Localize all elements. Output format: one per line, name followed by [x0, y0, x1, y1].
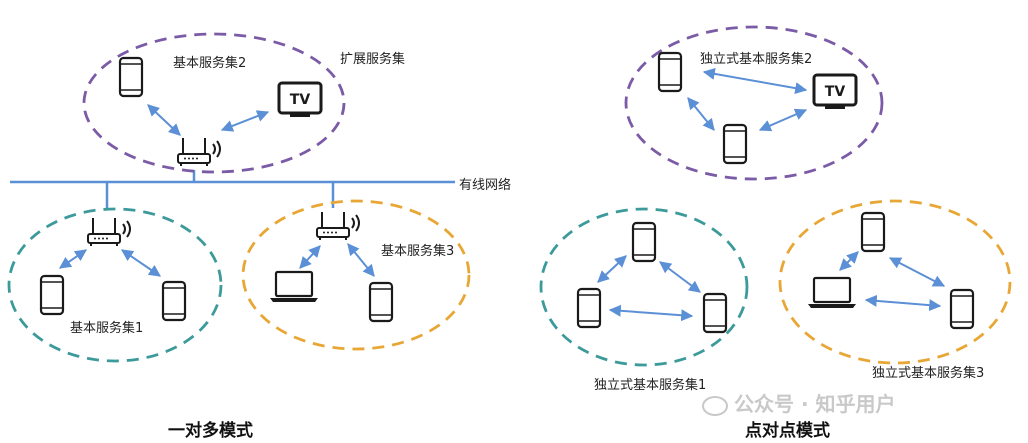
ibss2-link-phone-phone	[687, 97, 715, 131]
right-mode-title: 点对点模式	[745, 421, 830, 441]
bss2-router-icon	[177, 137, 221, 167]
ibss3-phone-right-icon	[949, 288, 975, 330]
ibss1-ellipse	[539, 207, 749, 367]
ibss3-link-top-laptop	[839, 251, 859, 271]
bss1-phone-left-icon	[39, 274, 65, 316]
ibss3-link-laptop-phone	[864, 294, 942, 312]
bss2-ellipse	[82, 32, 346, 174]
bss1-phone-right-icon	[161, 280, 187, 322]
ibss3-link-top-phone	[888, 257, 946, 287]
ibss2-ellipse	[624, 25, 884, 181]
ibss2-label: 独立式基本服务集2	[700, 52, 813, 67]
ess-label: 扩展服务集	[340, 52, 406, 67]
bss3-link-phone	[347, 243, 375, 277]
ibss1-label: 独立式基本服务集1	[594, 378, 707, 393]
ibss3-phone-top-icon	[860, 211, 886, 253]
ibss1-link-left-right	[608, 304, 694, 322]
bss3-ellipse	[241, 199, 471, 351]
bss1-router-icon	[87, 217, 131, 247]
bss3-router-icon	[316, 211, 360, 241]
ibss2-link-phone-tv	[702, 67, 808, 95]
bss3-link-laptop	[299, 245, 321, 269]
left-mode-title: 一对多模式	[168, 421, 253, 441]
ibss1-phone-top-icon	[631, 221, 657, 263]
wechat-icon	[702, 395, 728, 416]
ibss2-link-phone-tv2	[758, 108, 808, 132]
bss1-ellipse	[7, 207, 223, 363]
bss1-label: 基本服务集1	[70, 321, 144, 336]
ibss2-phone-bottom-icon	[722, 123, 748, 165]
ibss3-ellipse	[778, 199, 1012, 365]
bss2-label: 基本服务集2	[173, 56, 247, 71]
bss2-phone-icon	[118, 56, 144, 98]
ibss1-phone-left-icon	[576, 287, 602, 329]
ibss3-laptop-icon	[806, 276, 858, 310]
bss3-laptop-icon	[268, 270, 320, 304]
ibss1-link-top-right	[659, 261, 701, 293]
ibss3-label: 独立式基本服务集3	[872, 366, 985, 381]
wired-network-label: 有线网络	[459, 178, 512, 193]
watermark-text: 公众号 · 知乎用户	[734, 392, 896, 416]
ibss2-tv-text: TV	[825, 84, 846, 100]
ibss1-link-top-left	[597, 255, 627, 283]
ibss1-phone-right-icon	[702, 292, 728, 334]
bss2-tv-text: TV	[290, 92, 311, 108]
bss3-phone-icon	[368, 281, 394, 323]
ibss2-phone-top-icon	[657, 51, 683, 93]
watermark: 公众号 · 知乎用户	[702, 388, 896, 417]
bss2-link-phone	[147, 104, 181, 136]
bss1-link-right	[121, 249, 161, 277]
bss2-link-tv	[220, 110, 270, 132]
bss3-label: 基本服务集3	[381, 244, 455, 259]
bss1-link-left	[59, 249, 87, 269]
